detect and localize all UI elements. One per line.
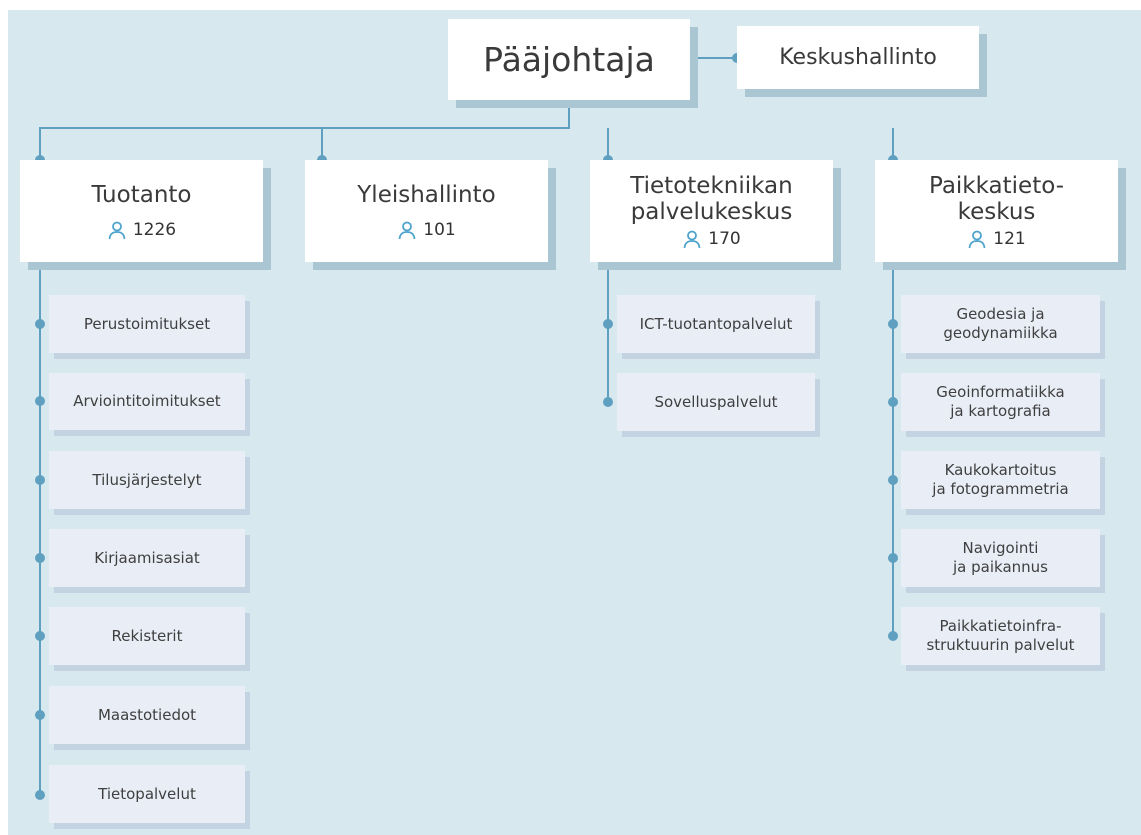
- subunit-tilusjarjestelyt: Tilusjärjestelyt: [49, 451, 245, 509]
- head-title: Pääjohtaja: [483, 40, 655, 79]
- subunit-geoinformatiikka: Geoinformatiikka ja kartografia: [901, 373, 1100, 431]
- unit-box-tuotanto: Tuotanto 1226: [20, 160, 263, 262]
- person-icon: [398, 221, 416, 240]
- subunit-rekisterit: Rekisterit: [49, 607, 245, 665]
- subunit-perustoimitukset: Perustoimitukset: [49, 295, 245, 353]
- subunit-geodesia: Geodesia ja geodynamiikka: [901, 295, 1100, 353]
- subunit-ict-tuotantopalvelut: ICT-tuotantopalvelut: [617, 295, 815, 353]
- subunit-kaukokartoitus: Kaukokartoitus ja fotogrammetria: [901, 451, 1100, 509]
- unit-title: Tuotanto: [91, 182, 192, 208]
- staff-count: 121: [967, 229, 1026, 249]
- staff-count: 101: [397, 220, 456, 240]
- unit-title: Yleishallinto: [357, 182, 496, 208]
- unit-box-tietotekniikan-palvelukeskus: Tietotekniikan palvelukeskus 170: [590, 160, 833, 262]
- side-box: Keskushallinto: [737, 26, 979, 89]
- subunit-kirjaamisasiat: Kirjaamisasiat: [49, 529, 245, 587]
- subunit-maastotiedot: Maastotiedot: [49, 686, 245, 744]
- unit-box-paikkatietokeskus: Paikkatieto- keskus 121: [875, 160, 1118, 262]
- head-box: Pääjohtaja: [448, 19, 690, 100]
- side-title: Keskushallinto: [779, 45, 937, 70]
- subunit-arviointitoimitukset: Arviointitoimitukset: [49, 373, 245, 430]
- staff-count-value: 101: [423, 220, 456, 240]
- staff-count-value: 121: [993, 229, 1026, 249]
- subunit-sovelluspalvelut: Sovelluspalvelut: [617, 373, 815, 431]
- staff-count-value: 1226: [132, 220, 177, 240]
- subunit-navigointi: Navigointi ja paikannus: [901, 529, 1100, 587]
- person-icon: [968, 230, 986, 249]
- unit-title: Paikkatieto- keskus: [928, 173, 1065, 225]
- person-icon: [683, 230, 701, 249]
- subunit-tietopalvelut: Tietopalvelut: [49, 765, 245, 823]
- staff-count: 1226: [107, 220, 176, 240]
- subunit-paikkatietoinfrastruktuuri: Paikkatietoinfra- struktuurin palvelut: [901, 607, 1100, 665]
- staff-count: 170: [682, 229, 741, 249]
- person-icon: [108, 221, 126, 240]
- staff-count-value: 170: [708, 229, 741, 249]
- unit-title: Tietotekniikan palvelukeskus: [630, 173, 793, 225]
- unit-box-yleishallinto: Yleishallinto 101: [305, 160, 548, 262]
